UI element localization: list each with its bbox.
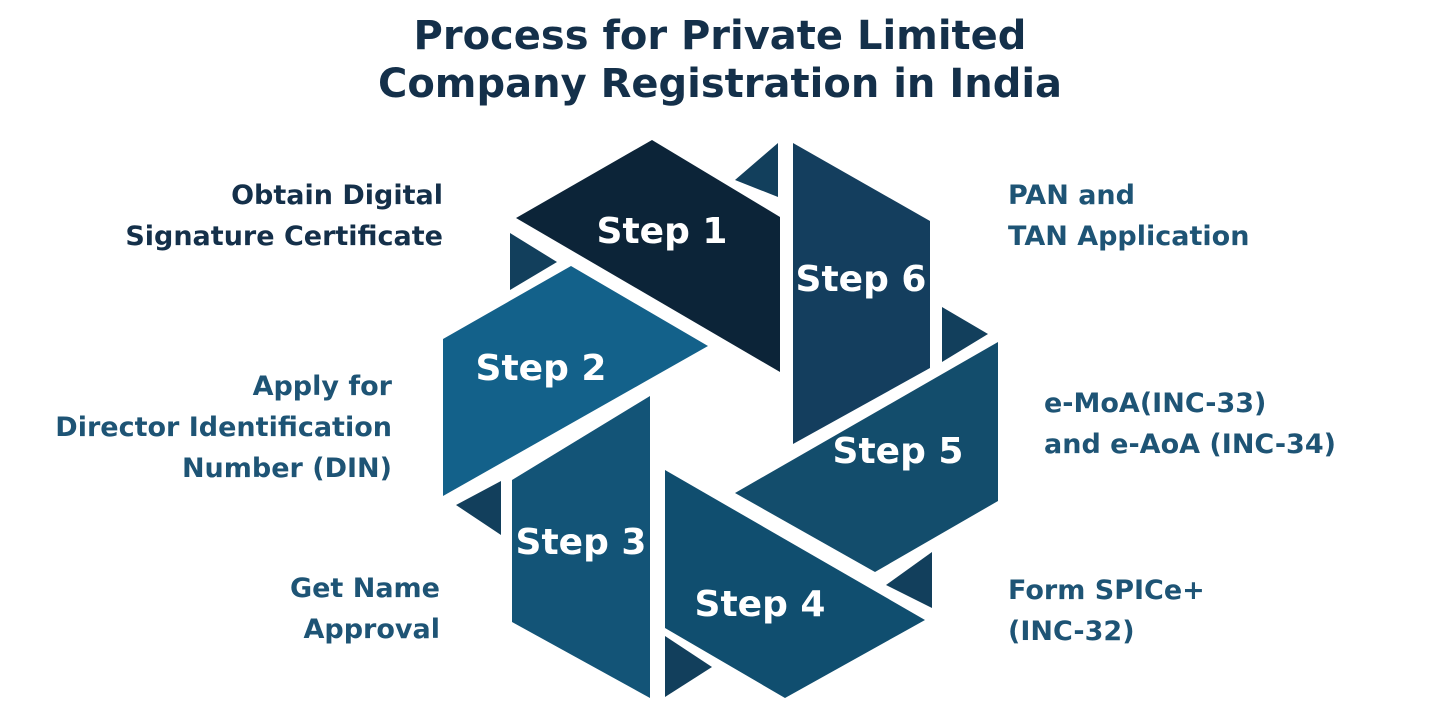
step-1-description: Obtain Digital Signature Certificate (125, 180, 443, 252)
step-2-label: Step 2 (476, 348, 607, 389)
step-4-blade (665, 470, 925, 698)
step-6-blade (793, 143, 930, 444)
step-4-description: Form SPICe+ (INC-32) (1008, 575, 1205, 647)
step-6-label: Step 6 (796, 259, 927, 300)
corner-triangle-step1-left (510, 233, 557, 290)
title-line-1: Process for Private Limited (413, 13, 1027, 59)
step-4-label: Step 4 (695, 584, 826, 625)
step-1-blade (516, 140, 780, 372)
step-3-description: Get Name Approval (289, 573, 440, 645)
step-5-description: e-MoA(INC-33) and e-AoA (INC-34) (1044, 388, 1336, 460)
page-title: Process for Private Limited Company Regi… (0, 12, 1440, 108)
step-5-blade (735, 342, 998, 572)
corner-triangle-bottom (665, 636, 712, 697)
corner-triangle-top (735, 143, 778, 197)
corner-triangle-left-lower (456, 481, 501, 535)
step-3-label: Step 3 (516, 522, 647, 563)
step-2-blade (443, 266, 708, 496)
title-line-2: Company Registration in India (377, 61, 1063, 107)
corner-triangle-right-lower (886, 552, 932, 608)
step-6-description: PAN and TAN Application (1008, 180, 1250, 252)
step-1-label: Step 1 (597, 211, 728, 252)
step-5-label: Step 5 (833, 431, 964, 472)
step-3-blade (512, 396, 650, 698)
step-2-description: Apply for Director Identification Number… (55, 371, 392, 484)
corner-triangle-right-upper (942, 307, 988, 362)
